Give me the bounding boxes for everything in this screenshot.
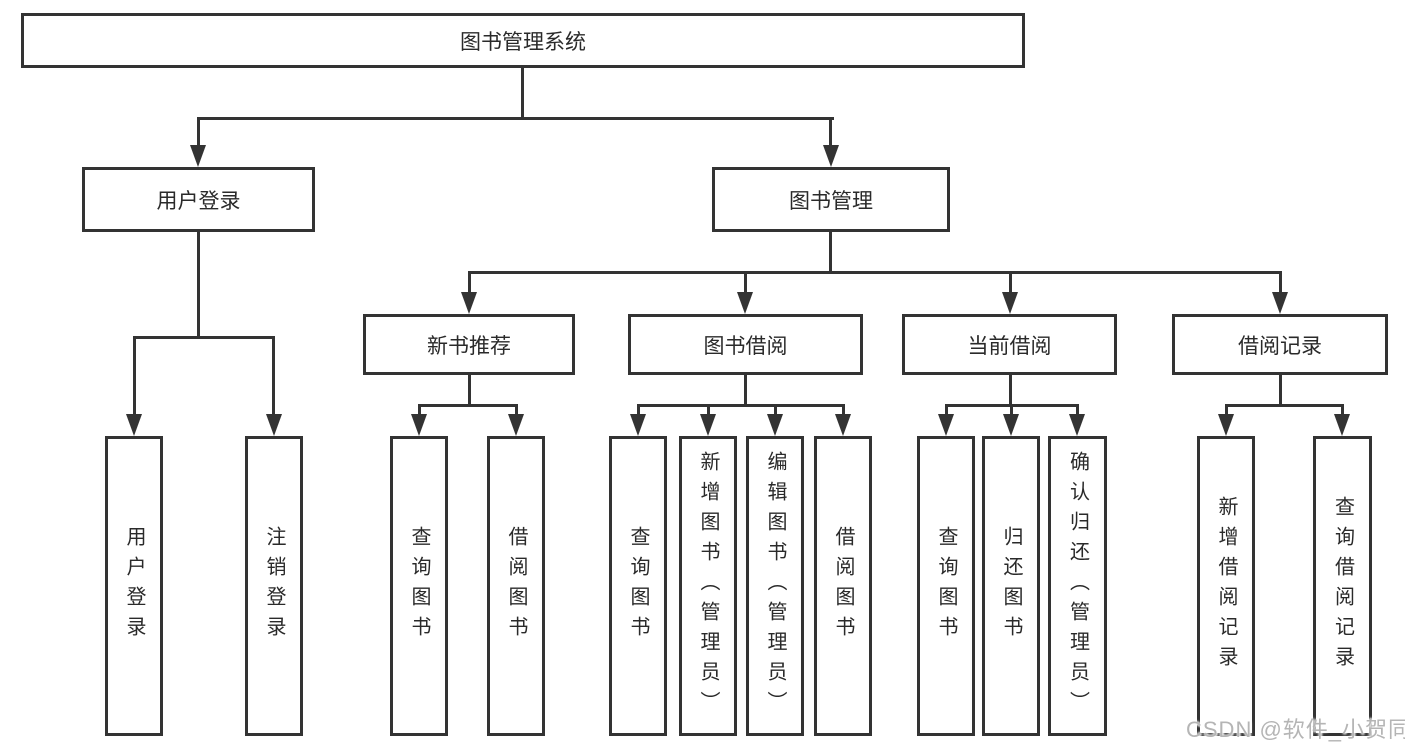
leaf-query-books-recommend: 查询图书 [390, 436, 448, 736]
node-new-book-recommend-label: 新书推荐 [427, 334, 511, 358]
connector-book-management-stem [829, 232, 832, 274]
arrowhead-leaf [630, 414, 646, 436]
connector-leaf-stub [637, 404, 640, 416]
connector-drop-borrow-records [1279, 271, 1282, 294]
leaf-return-books-label: 归还图书 [1000, 526, 1022, 646]
leaf-confirm-return-admin: 确认归还（管理员） [1048, 436, 1107, 736]
connector-current-borrow-stem [1009, 375, 1012, 407]
arrowhead-borrow-records [1272, 292, 1288, 314]
node-book-borrow: 图书借阅 [628, 314, 863, 375]
node-book-management-label: 图书管理 [789, 189, 873, 213]
node-current-borrow-label: 当前借阅 [967, 334, 1052, 358]
node-book-borrow-label: 图书借阅 [703, 334, 788, 358]
leaf-query-books-current: 查询图书 [917, 436, 975, 736]
connector-user-login-horizontal [133, 336, 275, 339]
node-user-login: 用户登录 [82, 167, 315, 232]
connector-borrow-records-stem [1279, 375, 1282, 407]
node-new-book-recommend: 新书推荐 [363, 314, 575, 375]
arrowhead-leaf [1003, 414, 1019, 436]
leaf-add-book-admin-label: 新增图书（管理员） [697, 451, 719, 721]
connector-book-borrow-horizontal [637, 404, 845, 407]
arrowhead-leaf [1218, 414, 1234, 436]
arrowhead-leaf [1069, 414, 1085, 436]
connector-leaf-stub [418, 404, 421, 416]
connector-level1-horizontal [197, 117, 834, 120]
leaf-confirm-return-admin-label: 确认归还（管理员） [1066, 451, 1089, 721]
leaf-edit-book-admin-label: 编辑图书（管理员） [764, 451, 786, 721]
csdn-watermark: CSDN @软件_小贺同学 [1186, 717, 1405, 742]
connector-root-stem [521, 68, 524, 120]
connector-drop-leaf-user-login [133, 336, 136, 416]
connector-new-book-recommend-horizontal [418, 404, 518, 407]
connector-user-login-stem [197, 232, 200, 339]
connector-leaf-stub [842, 404, 845, 416]
arrowhead-leaf [126, 414, 142, 436]
leaf-user-login-label: 用户登录 [123, 526, 145, 646]
leaf-query-books-recommend-label: 查询图书 [408, 526, 430, 646]
leaf-borrow-books-recommend-label: 借阅图书 [505, 526, 527, 646]
arrowhead-new-book-recommend [461, 292, 477, 314]
node-user-login-label: 用户登录 [156, 189, 241, 213]
connector-leaf-stub [1010, 404, 1013, 416]
arrowhead-leaf [767, 414, 783, 436]
arrowhead-leaf [938, 414, 954, 436]
connector-drop-book-borrow [744, 271, 747, 294]
leaf-edit-book-admin: 编辑图书（管理员） [746, 436, 804, 736]
arrowhead-leaf [1334, 414, 1350, 436]
leaf-logout-label: 注销登录 [263, 526, 285, 646]
leaf-borrow-books: 借阅图书 [814, 436, 872, 736]
arrowhead-user-login [190, 145, 206, 167]
leaf-add-borrow-record: 新增借阅记录 [1197, 436, 1255, 736]
arrowhead-leaf [508, 414, 524, 436]
leaf-query-books-borrow-label: 查询图书 [627, 526, 649, 646]
leaf-add-borrow-record-label: 新增借阅记录 [1215, 496, 1237, 676]
arrowhead-leaf [835, 414, 851, 436]
leaf-query-books-borrow: 查询图书 [609, 436, 667, 736]
node-book-management: 图书管理 [712, 167, 950, 232]
leaf-query-borrow-record-label: 查询借阅记录 [1331, 496, 1354, 676]
arrowhead-book-management [823, 145, 839, 167]
connector-leaf-stub [707, 404, 710, 416]
connector-leaf-stub [945, 404, 948, 416]
node-current-borrow: 当前借阅 [902, 314, 1117, 375]
leaf-user-login: 用户登录 [105, 436, 163, 736]
leaf-query-books-current-label: 查询图书 [935, 526, 957, 646]
connector-leaf-stub [1076, 404, 1079, 416]
connector-level2-horizontal [468, 271, 1282, 274]
node-borrow-records-label: 借阅记录 [1238, 334, 1322, 358]
arrowhead-leaf [700, 414, 716, 436]
arrowhead-current-borrow [1002, 292, 1018, 314]
connector-leaf-stub [515, 404, 518, 416]
connector-drop-current-borrow [1009, 271, 1012, 294]
leaf-borrow-books-label: 借阅图书 [832, 526, 854, 646]
node-root-label: 图书管理系统 [460, 30, 586, 54]
leaf-return-books: 归还图书 [982, 436, 1040, 736]
connector-leaf-stub [774, 404, 777, 416]
node-root: 图书管理系统 [21, 13, 1025, 68]
connector-leaf-stub [1341, 404, 1344, 416]
leaf-query-borrow-record: 查询借阅记录 [1313, 436, 1372, 736]
connector-book-borrow-stem [744, 375, 747, 407]
connector-leaf-stub [1225, 404, 1228, 416]
connector-borrow-records-horizontal [1225, 404, 1344, 407]
leaf-logout: 注销登录 [245, 436, 303, 736]
leaf-add-book-admin: 新增图书（管理员） [679, 436, 737, 736]
leaf-borrow-books-recommend: 借阅图书 [487, 436, 545, 736]
connector-drop-user-login [197, 117, 200, 147]
arrowhead-leaf [266, 414, 282, 436]
arrowhead-book-borrow [737, 292, 753, 314]
node-borrow-records: 借阅记录 [1172, 314, 1388, 375]
connector-drop-new-book-recommend [468, 271, 471, 294]
arrowhead-leaf [411, 414, 427, 436]
connector-new-book-recommend-stem [468, 375, 471, 407]
connector-drop-book-management [829, 117, 832, 147]
connector-drop-leaf-logout [272, 336, 275, 416]
